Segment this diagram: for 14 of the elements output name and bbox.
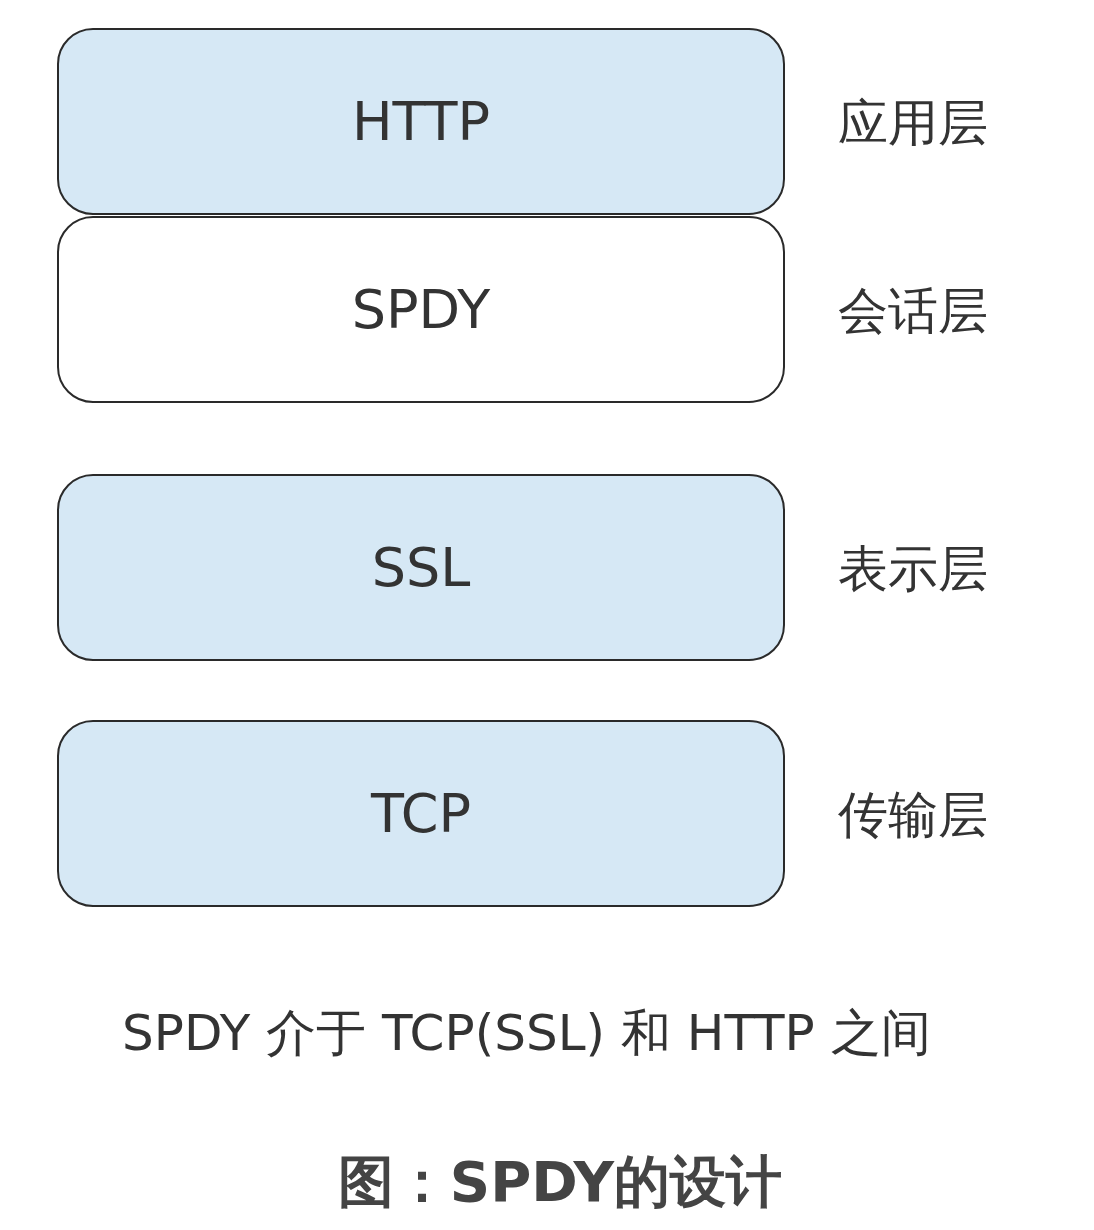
figure-caption: 图：SPDY的设计	[336, 1148, 784, 1216]
layer-box	[57, 216, 785, 403]
layer-label: SPDY	[351, 278, 491, 341]
layer-name: 表示层	[838, 538, 988, 600]
layer-label: TCP	[370, 782, 472, 845]
layer-label: SSL	[371, 536, 471, 599]
layer-name: 应用层	[838, 92, 988, 154]
layer-name: 会话层	[838, 280, 988, 342]
layer-label: HTTP	[351, 90, 491, 153]
note-text: SPDY 介于 TCP(SSL) 和 HTTP 之间	[122, 1003, 931, 1064]
layer-name: 传输层	[838, 784, 988, 846]
layer-box	[57, 28, 785, 215]
layer-box	[57, 474, 785, 661]
layer-box	[57, 720, 785, 907]
